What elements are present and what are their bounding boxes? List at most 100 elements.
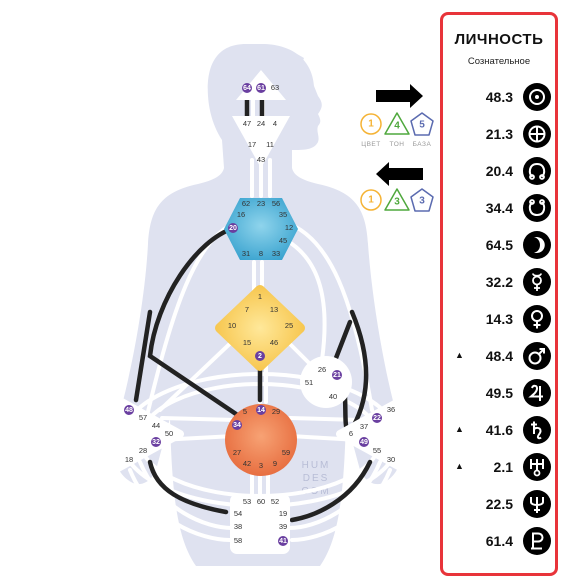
planet-row-saturn: ▲ 41.6 xyxy=(447,414,553,446)
svg-text:48: 48 xyxy=(125,407,133,414)
planet-row-sun: 48.3 xyxy=(447,81,553,113)
svg-text:34: 34 xyxy=(233,422,241,429)
svg-text:17: 17 xyxy=(248,140,256,149)
row-value: 48.4 xyxy=(485,348,513,364)
svg-text:22: 22 xyxy=(373,415,381,422)
svg-text:38: 38 xyxy=(234,522,242,531)
svg-text:23: 23 xyxy=(257,199,265,208)
svg-text:14: 14 xyxy=(257,407,265,414)
svg-text:9: 9 xyxy=(273,459,277,468)
svg-text:6: 6 xyxy=(349,429,353,438)
row-value: 34.4 xyxy=(485,200,513,216)
south-node-icon xyxy=(523,194,551,222)
variables-top: 1 ЦВЕТ 4 ТОН 5 БАЗА xyxy=(360,112,434,148)
svg-text:45: 45 xyxy=(279,236,287,245)
bodygraph-chart: HUM DES COM xyxy=(114,44,434,566)
ajna-center: 47 24 4 17 11 43 xyxy=(232,116,290,168)
tone-indicator: 3 xyxy=(384,188,410,211)
svg-text:8: 8 xyxy=(259,249,263,258)
svg-text:31: 31 xyxy=(242,249,250,258)
throat-center: 62 23 56 16 35 20 12 45 31 8 33 xyxy=(224,198,298,260)
svg-text:3: 3 xyxy=(419,196,425,207)
svg-text:7: 7 xyxy=(245,305,249,314)
svg-text:50: 50 xyxy=(165,429,173,438)
svg-text:ЦВЕТ: ЦВЕТ xyxy=(361,141,380,148)
svg-text:27: 27 xyxy=(233,448,241,457)
svg-text:52: 52 xyxy=(271,497,279,506)
svg-text:2: 2 xyxy=(258,353,262,360)
svg-text:59: 59 xyxy=(282,448,290,457)
solar-plexus-center: 36 22 37 6 49 55 30 xyxy=(336,396,406,472)
tone-indicator: 4 ТОН xyxy=(384,112,410,148)
svg-text:44: 44 xyxy=(152,421,160,430)
planet-row-uranus: ▲ 2.1 xyxy=(447,451,553,483)
svg-text:ТОН: ТОН xyxy=(390,141,405,148)
svg-text:HUM: HUM xyxy=(302,460,331,471)
active-channels xyxy=(133,95,373,523)
svg-text:16: 16 xyxy=(237,210,245,219)
personality-panel: ЛИЧНОСТЬ Сознательное 48.3 21.3 20.4 34.… xyxy=(440,12,558,576)
svg-text:29: 29 xyxy=(272,407,280,416)
svg-text:3: 3 xyxy=(259,461,263,470)
heart-center: 26 21 51 40 xyxy=(300,356,352,408)
svg-text:61: 61 xyxy=(257,85,265,92)
svg-text:39: 39 xyxy=(279,522,287,531)
sun-icon xyxy=(523,83,551,111)
planet-row-neptune: 22.5 xyxy=(447,488,553,520)
uranus-icon xyxy=(523,453,551,481)
svg-text:57: 57 xyxy=(139,413,147,422)
planet-row-north-node: 20.4 xyxy=(447,155,553,187)
svg-text:47: 47 xyxy=(243,119,251,128)
svg-text:60: 60 xyxy=(257,497,265,506)
pluto-icon xyxy=(523,527,551,555)
north-node-icon xyxy=(523,157,551,185)
panel-subtitle: Сознательное xyxy=(467,56,531,67)
base-indicator: 3 xyxy=(410,188,434,212)
base-indicator: 5 БАЗА xyxy=(410,112,434,148)
planet-row-south-node: 34.4 xyxy=(447,192,553,224)
svg-text:4: 4 xyxy=(273,119,277,128)
svg-text:28: 28 xyxy=(139,446,147,455)
row-value: 22.5 xyxy=(485,496,513,512)
row-value: 61.4 xyxy=(485,533,513,549)
planet-row-jupiter: 49.5 xyxy=(447,377,553,409)
svg-text:64: 64 xyxy=(243,85,251,92)
svg-text:1: 1 xyxy=(258,292,262,301)
svg-text:БАЗА: БАЗА xyxy=(413,141,432,148)
row-mark: ▲ xyxy=(455,424,464,434)
svg-text:51: 51 xyxy=(305,378,313,387)
planet-row-mars: ▲ 48.4 xyxy=(447,340,553,372)
svg-text:13: 13 xyxy=(270,305,278,314)
mercury-icon xyxy=(523,268,551,296)
saturn-icon xyxy=(523,416,551,444)
earth-icon xyxy=(523,120,551,148)
svg-text:11: 11 xyxy=(266,140,274,149)
svg-text:24: 24 xyxy=(257,119,265,128)
head-center: 64 61 63 xyxy=(236,70,286,100)
arrow-right-icon xyxy=(376,84,423,108)
panel-title: ЛИЧНОСТЬ xyxy=(454,31,544,48)
svg-text:20: 20 xyxy=(229,225,237,232)
sacral-center: 5 14 29 34 27 59 42 3 9 xyxy=(225,404,297,476)
row-mark: ▲ xyxy=(455,461,464,471)
svg-text:32: 32 xyxy=(152,439,160,446)
svg-text:25: 25 xyxy=(285,321,293,330)
svg-text:DES: DES xyxy=(303,473,330,484)
row-value: 32.2 xyxy=(485,274,513,290)
svg-text:62: 62 xyxy=(242,199,250,208)
variables-bottom: 1 3 3 xyxy=(360,188,434,212)
svg-text:1: 1 xyxy=(368,195,374,206)
color-indicator: 1 xyxy=(360,189,382,211)
svg-text:36: 36 xyxy=(387,405,395,414)
svg-text:55: 55 xyxy=(373,446,381,455)
jupiter-icon xyxy=(523,379,551,407)
svg-text:58: 58 xyxy=(234,536,242,545)
row-value: 20.4 xyxy=(485,163,513,179)
svg-text:21: 21 xyxy=(333,372,341,379)
row-value: 49.5 xyxy=(485,385,513,401)
svg-text:46: 46 xyxy=(270,338,278,347)
svg-text:35: 35 xyxy=(279,210,287,219)
row-value: 14.3 xyxy=(485,311,513,327)
planet-row-earth: 21.3 xyxy=(447,118,553,150)
svg-text:49: 49 xyxy=(360,439,368,446)
